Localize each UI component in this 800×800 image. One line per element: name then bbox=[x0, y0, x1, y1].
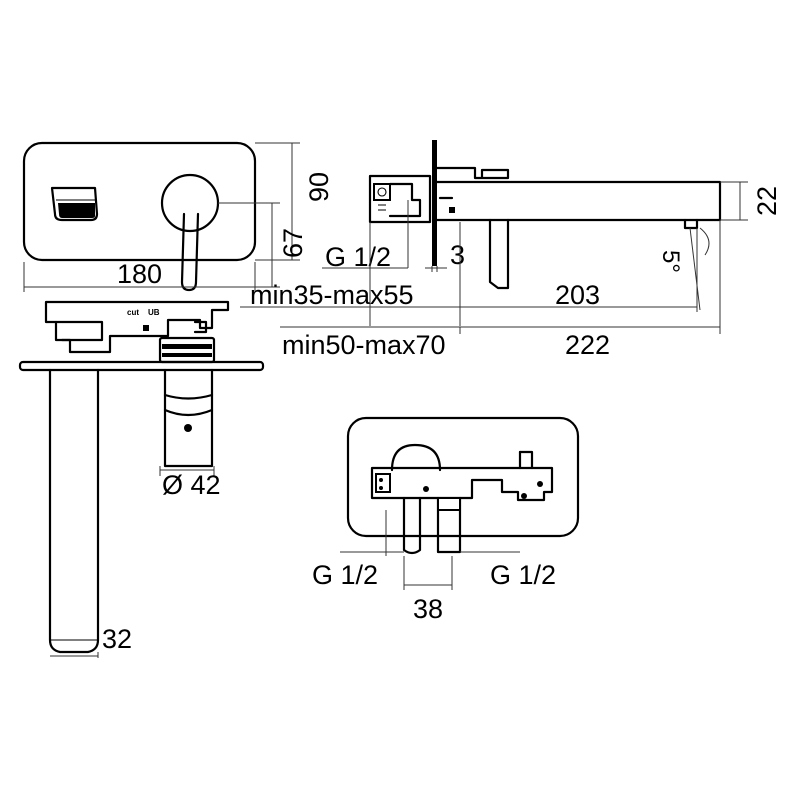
dim-inlet-thread: G 1/2 bbox=[322, 200, 409, 272]
rear-body bbox=[370, 443, 554, 502]
front-plate bbox=[22, 141, 257, 262]
top-plate bbox=[18, 360, 265, 372]
cover-plate bbox=[432, 140, 437, 266]
dim-height: 90 bbox=[255, 142, 334, 261]
dim-spout-height: 22 bbox=[720, 181, 782, 221]
dim-angle-label: 5° bbox=[657, 250, 684, 273]
dim-plate-thickness: 3 bbox=[425, 240, 465, 272]
dim-plate-thickness-label: 3 bbox=[450, 240, 465, 270]
dim-inlet-right: G 1/2 bbox=[460, 551, 556, 590]
spout-side bbox=[435, 180, 722, 230]
dim-body-diameter-label: Ø 42 bbox=[162, 470, 221, 500]
mixer-body: cut UB bbox=[44, 300, 230, 354]
dim-inlet-left: G 1/2 bbox=[312, 510, 404, 590]
spout-top: 32 bbox=[48, 368, 132, 658]
dim-inlet-spacing: 38 bbox=[403, 556, 453, 624]
dim-lever-height-label: 67 bbox=[278, 228, 308, 258]
dim-angle: 5° bbox=[657, 227, 710, 311]
side-view: 22 5° G 1/2 3 min35-max55 bbox=[240, 140, 782, 360]
dim-inlet-right-label: G 1/2 bbox=[490, 560, 556, 590]
spout-outlet bbox=[50, 186, 99, 222]
dim-spout-length-label: 203 bbox=[555, 280, 600, 310]
dim-spout-width-label: 32 bbox=[102, 624, 132, 654]
rear-view: G 1/2 G 1/2 38 bbox=[312, 416, 580, 624]
dim-total-length: 222 bbox=[460, 220, 721, 360]
top-view: cut UB Ø 42 32 bbox=[18, 300, 265, 658]
dim-height-label: 90 bbox=[304, 172, 334, 202]
lever-side bbox=[435, 166, 510, 290]
rear-plate bbox=[346, 416, 580, 538]
dim-inlet-thread-label: G 1/2 bbox=[325, 242, 391, 272]
dim-depth-short-label: min35-max55 bbox=[250, 280, 414, 310]
dim-depth-short: min35-max55 bbox=[240, 222, 461, 326]
dim-width-label: 180 bbox=[117, 259, 162, 289]
dim-spout-length: 203 bbox=[460, 228, 698, 312]
lever-handle bbox=[160, 173, 220, 292]
inlet-pipes bbox=[402, 496, 462, 555]
cartridge bbox=[158, 336, 216, 468]
wall-body bbox=[368, 174, 432, 224]
dim-total-length-label: 222 bbox=[565, 330, 610, 360]
body-mark-right: UB bbox=[148, 308, 160, 317]
dim-lever-height: 67 bbox=[196, 202, 308, 288]
dim-depth-long-label: min50-max70 bbox=[282, 330, 446, 360]
dim-spout-height-label: 22 bbox=[752, 186, 782, 216]
front-view: 180 90 67 bbox=[22, 141, 334, 292]
dim-inlet-left-label: G 1/2 bbox=[312, 560, 378, 590]
dim-depth-long: min50-max70 bbox=[280, 326, 461, 360]
body-mark-left: cut bbox=[127, 308, 139, 317]
dim-inlet-spacing-label: 38 bbox=[413, 594, 443, 624]
dim-width: 180 bbox=[23, 259, 256, 292]
dim-body-diameter: Ø 42 bbox=[159, 466, 221, 500]
